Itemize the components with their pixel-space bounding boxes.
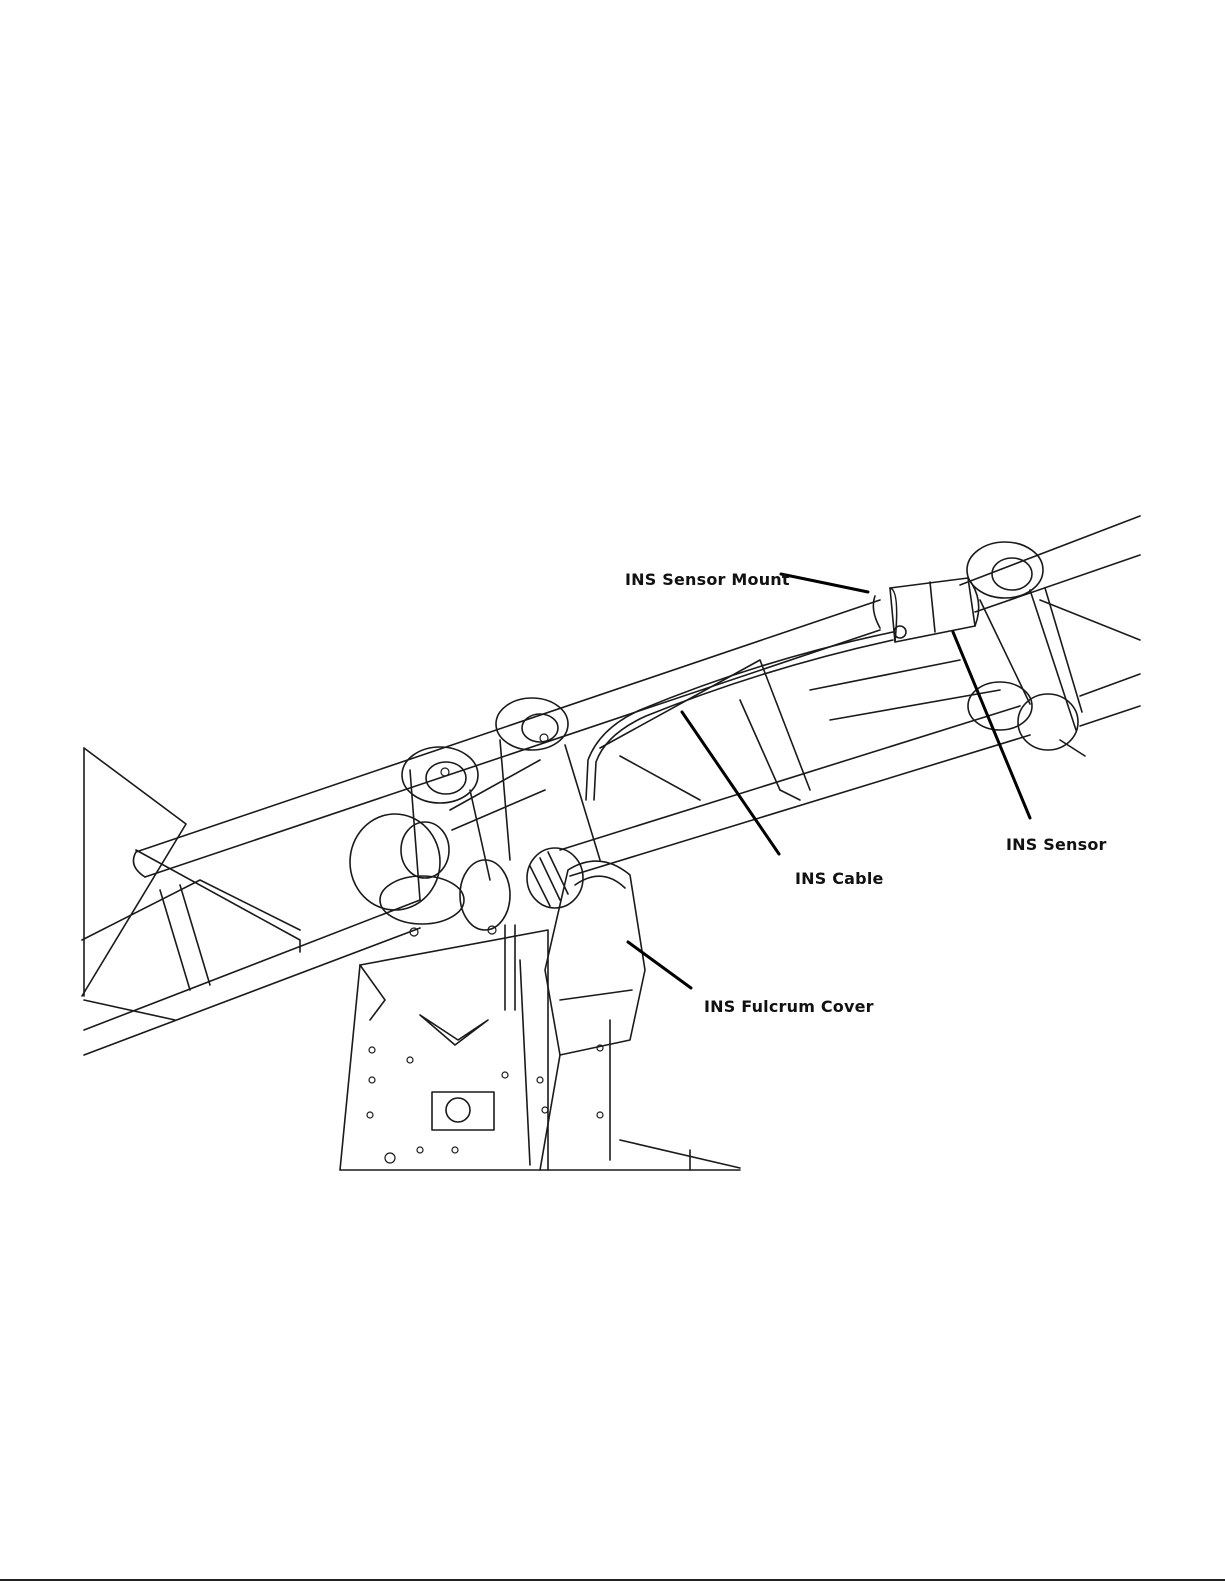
leader-lines xyxy=(628,574,1030,988)
leader-cable xyxy=(682,712,779,854)
leader-fulcrum-cover xyxy=(628,942,691,988)
mast-bolts xyxy=(367,734,603,1163)
label-ins-cable: INS Cable xyxy=(795,869,884,888)
label-ins-fulcrum-cover: INS Fulcrum Cover xyxy=(704,997,874,1016)
label-ins-sensor-mount: INS Sensor Mount xyxy=(625,570,790,589)
label-ins-sensor: INS Sensor xyxy=(1006,835,1107,854)
leader-sensor-mount xyxy=(781,574,868,592)
ins-cable-shape xyxy=(586,632,893,800)
left-boom-panel xyxy=(82,748,300,1020)
mast-body xyxy=(340,925,740,1170)
page-bottom-rule xyxy=(0,1579,1225,1581)
hub-housing xyxy=(350,814,583,930)
right-clamp-bracket xyxy=(967,542,1085,756)
ins-fulcrum-cover-shape xyxy=(545,861,645,1055)
truss-lattice xyxy=(160,600,1140,990)
